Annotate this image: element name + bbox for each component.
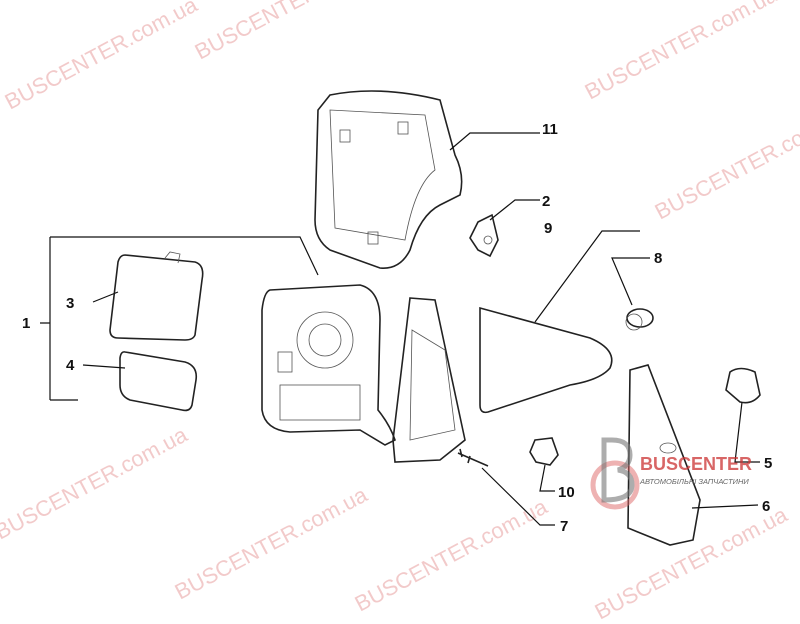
part-4-lower-glass	[119, 351, 198, 412]
buscenter-logo: BUSCENTER АВТОМОБІЛЬНІ ЗАПЧАСТИНИ	[590, 437, 752, 510]
watermark-text: BUSCENTER.com.ua	[1, 0, 202, 114]
callout-4: 4	[66, 357, 75, 374]
watermark-text: BUSCENTER.com.ua	[591, 502, 792, 624]
watermark-text: BUSCENTER.com.ua	[651, 102, 800, 225]
watermark-text: BUSCENTER.com.ua	[191, 0, 392, 64]
callout-2: 2	[542, 193, 550, 210]
part-8-grommet	[625, 308, 654, 331]
part-7-screw	[457, 448, 489, 467]
part-5-cap	[725, 367, 761, 404]
part-9-triangle-cover	[479, 306, 613, 414]
callout-10: 10	[558, 484, 575, 501]
part-6-arm	[627, 364, 701, 546]
callout-11: 11	[542, 121, 558, 138]
leader-lines	[40, 132, 760, 526]
mirror-actuator-frame	[392, 297, 466, 463]
mirror-housing	[261, 284, 396, 446]
watermark-text: BUSCENTER.com.ua	[351, 494, 552, 617]
part-3-mirror-glass	[109, 251, 204, 341]
logo-tagline: АВТОМОБІЛЬНІ ЗАПЧАСТИНИ	[639, 477, 749, 486]
callout-3: 3	[66, 295, 74, 312]
callout-5: 5	[764, 455, 772, 472]
callout-9: 9	[544, 220, 552, 237]
watermark-text: BUSCENTER.com.ua	[0, 422, 192, 545]
part-2-clip	[469, 213, 499, 258]
callout-8: 8	[654, 250, 662, 267]
callout-6: 6	[762, 498, 770, 515]
callout-7: 7	[560, 518, 568, 535]
watermark-text: BUSCENTER.com.ua	[581, 0, 782, 104]
callout-1: 1	[22, 315, 30, 332]
part-10-nut	[529, 437, 559, 466]
logo-name: BUSCENTER	[640, 454, 752, 474]
watermark-text: BUSCENTER.com.ua	[171, 482, 372, 605]
part-11-mirror-cover	[314, 90, 463, 269]
